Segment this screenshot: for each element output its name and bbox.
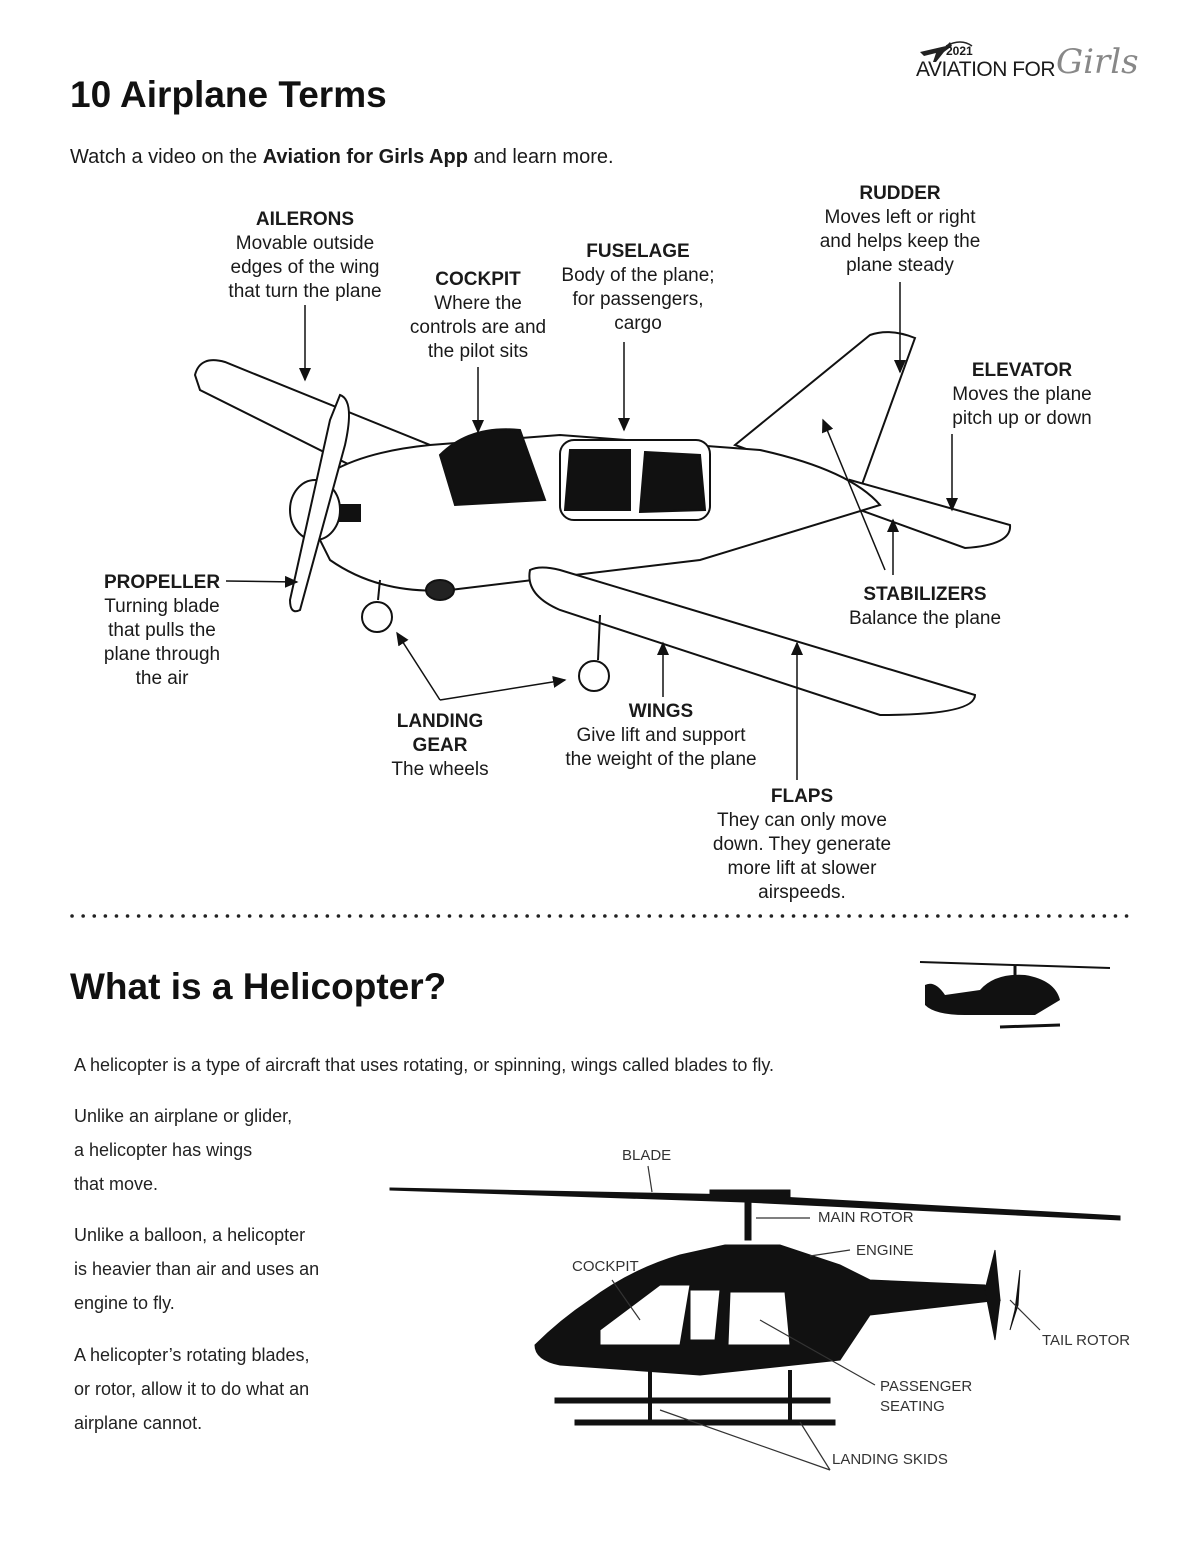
small-helicopter-icon [919, 961, 1111, 1029]
helicopter-title: What is a Helicopter? [70, 966, 447, 1007]
label-landing-skids: LANDING SKIDS [832, 1451, 948, 1468]
aviation-for-girls-logo: 2021 AVIATION FOR Girls [916, 38, 1139, 98]
airplane-logo-icon [920, 41, 973, 62]
paragraph-rotor: A helicopter’s rotating blades,or rotor,… [74, 1345, 310, 1433]
airplane-diagram [70, 282, 1132, 918]
intro-text: Watch a video on the Aviation for Girls … [70, 146, 614, 168]
label-cockpit: COCKPIT [572, 1258, 639, 1275]
label-tail-rotor: TAIL ROTOR [1042, 1332, 1131, 1349]
logo-year: 2021 [946, 44, 973, 58]
logo-script: Girls [1056, 42, 1139, 82]
paragraph-glider: Unlike an airplane or glider,a helicopte… [74, 1106, 293, 1194]
label-engine: ENGINE [856, 1242, 914, 1259]
helicopter-icon [389, 1187, 1121, 1426]
helicopter-definition: A helicopter is a type of aircraft that … [74, 1055, 775, 1075]
logo-text: AVIATION FOR [916, 58, 1056, 81]
page-title: 10 Airplane Terms [70, 74, 387, 115]
label-main-rotor: MAIN ROTOR [818, 1209, 914, 1226]
label-blade: BLADE [622, 1147, 672, 1164]
airplane-icon [193, 331, 1012, 717]
